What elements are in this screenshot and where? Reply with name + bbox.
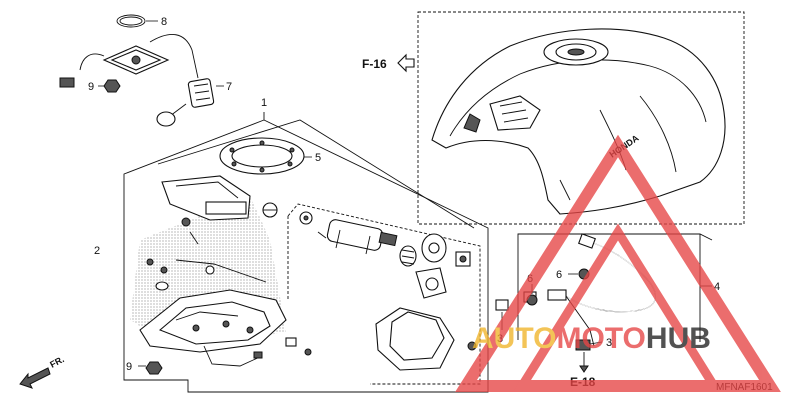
pump-housing-parts (139, 175, 312, 367)
watermark-hub: HUB (646, 322, 711, 355)
watermark: AUTOMOTOHUB (455, 134, 781, 392)
bolt-part-9-top (98, 79, 121, 93)
o-ring-part-8 (116, 14, 158, 28)
front-direction-label: FR. (48, 354, 65, 370)
callout-5: 5 (315, 152, 321, 164)
fuel-tank: HONDA (431, 28, 726, 215)
fuel-pump-motor (299, 211, 398, 255)
callout-8: 8 (161, 16, 167, 28)
fuel-filter (375, 307, 477, 371)
fuel-level-sensor-part-7 (59, 34, 224, 127)
callout-9-bottom: 9 (126, 361, 132, 373)
callout-4: 4 (714, 281, 720, 293)
base-gasket-part-5 (219, 137, 312, 175)
watermark-auto: AUTO (472, 322, 556, 355)
watermark-text: AUTOMOTOHUB (472, 322, 711, 355)
watermark-moto: MOTO (556, 322, 645, 355)
callout-3-right: 3 (606, 337, 612, 349)
callout-7: 7 (226, 81, 232, 93)
reference-f16: F-16 (362, 57, 387, 71)
springs-and-seals (399, 233, 471, 299)
callout-6-right: 6 (556, 269, 562, 281)
arrow-e18 (579, 352, 589, 373)
callout-1: 1 (261, 97, 267, 109)
callout-9-top: 9 (88, 81, 94, 93)
fuel-tank-box (417, 11, 745, 225)
arrow-f16 (397, 53, 415, 73)
callout-2: 2 (94, 245, 100, 257)
front-direction-arrow (19, 367, 51, 389)
bolt-part-9-bottom (138, 361, 163, 375)
watermark-triangle-inner (513, 223, 723, 391)
